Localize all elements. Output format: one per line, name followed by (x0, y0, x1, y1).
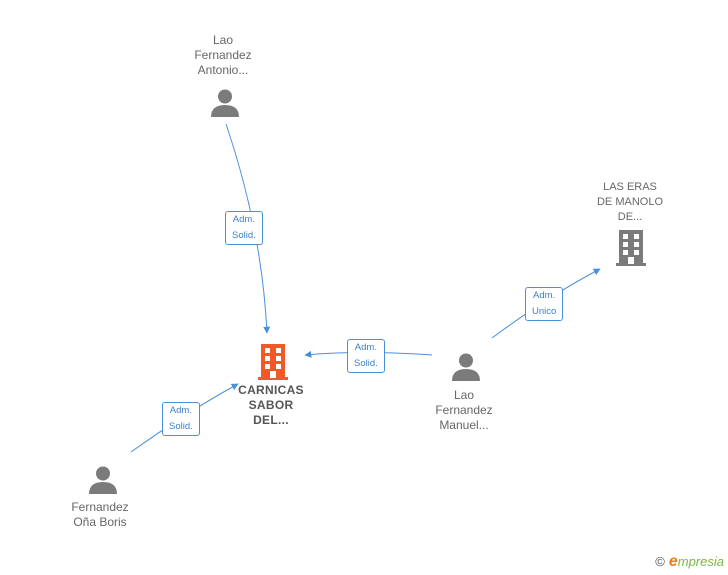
node-label-line: Fernandez (71, 500, 129, 514)
node-label-line: Fernandez (435, 403, 493, 417)
node-label-line: SABOR (248, 398, 294, 412)
edge-label-line: Solid. (354, 358, 378, 369)
node-label-las-eras[interactable]: LAS ERAS DE MANOLO DE... (582, 180, 678, 225)
edge-label-line: Solid. (169, 421, 193, 432)
edge-label-line: Adm. (169, 405, 192, 416)
edge-label-line: Solid. (232, 230, 256, 241)
node-label-lao-antonio[interactable]: Lao Fernandez Antonio... (175, 33, 271, 78)
node-label-carnicas[interactable]: CARNICAS SABOR DEL... (222, 383, 320, 428)
edge-label-antonio-carnicas[interactable]: Adm. Solid. (225, 211, 263, 245)
building-icon[interactable] (615, 230, 647, 266)
node-label-line: DE... (617, 211, 643, 223)
footer-branding: ©empresia (655, 553, 724, 571)
edge-label-boris-carnicas[interactable]: Adm. Solid. (162, 402, 200, 436)
node-label-lao-manuel[interactable]: Lao Fernandez Manuel... (416, 388, 512, 433)
node-label-line: Lao (453, 388, 475, 402)
brand-logo-initial: e (668, 553, 678, 570)
node-label-fernandez-boris[interactable]: Fernandez Oña Boris (52, 500, 148, 530)
edge-label-manuel-carnicas[interactable]: Adm. Solid. (347, 339, 385, 373)
node-label-line: Lao (212, 33, 234, 47)
person-icon[interactable] (210, 88, 240, 118)
node-label-line: Manuel... (439, 418, 489, 432)
edge-label-manuel-laseras[interactable]: Adm. Unico (525, 287, 564, 321)
node-label-line: LAS ERAS (603, 181, 657, 193)
edge-label-line: Adm. (354, 342, 377, 353)
person-icon[interactable] (88, 465, 118, 495)
node-label-line: DEL... (253, 413, 289, 427)
copyright-symbol: © (655, 554, 665, 569)
node-label-line: Fernandez (194, 48, 252, 62)
node-label-line: Oña Boris (73, 515, 127, 529)
person-icon[interactable] (451, 352, 481, 382)
edge-label-line: Adm. (232, 214, 255, 225)
edge-label-line: Adm. (533, 290, 556, 301)
node-label-line: DE MANOLO (596, 196, 663, 208)
node-label-line: CARNICAS (238, 383, 304, 397)
node-label-line: Antonio... (197, 63, 249, 77)
edge-label-line: Unico (532, 306, 557, 317)
brand-logo-text: mpresia (677, 554, 724, 569)
building-icon[interactable] (257, 344, 289, 380)
